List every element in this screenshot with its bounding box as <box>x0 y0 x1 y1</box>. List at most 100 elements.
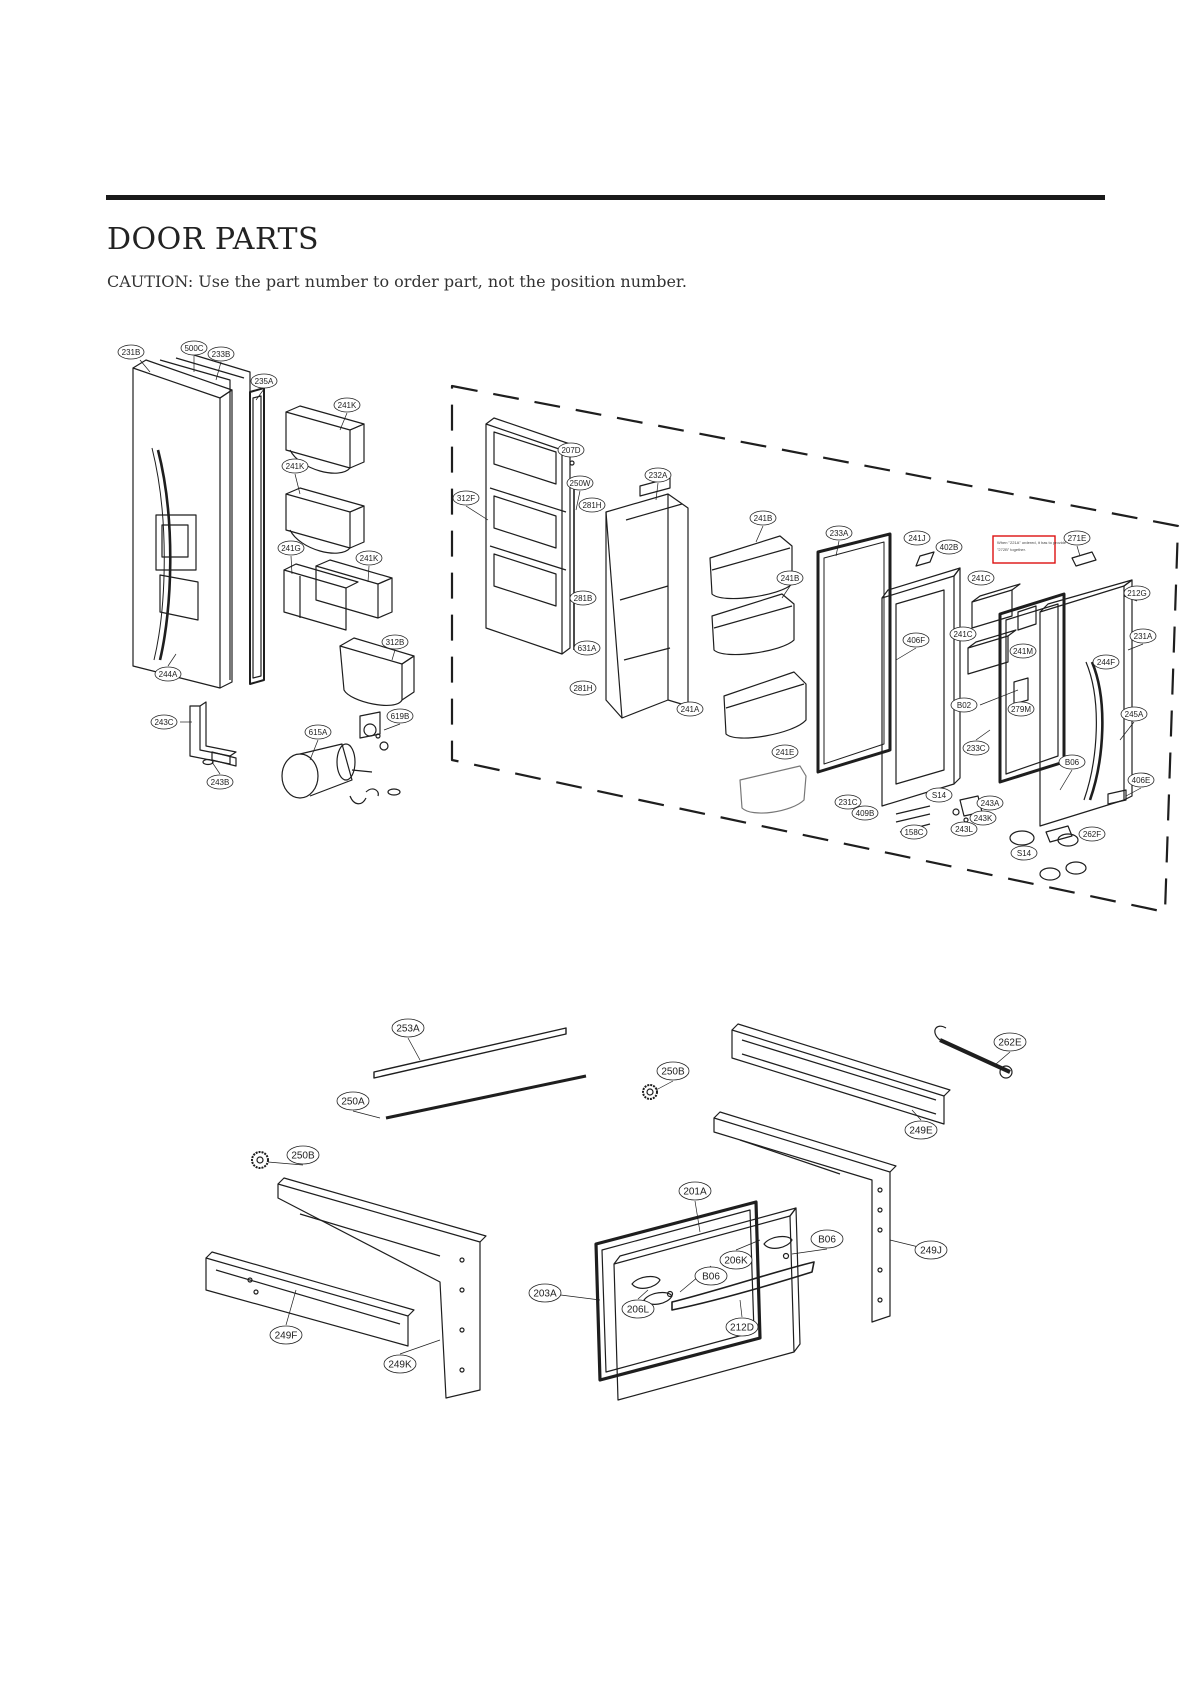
bin-312B <box>339 637 415 707</box>
part-callout-232A: 232A <box>644 467 672 483</box>
left-door-outer <box>132 359 233 689</box>
callout-text: 250A <box>341 1097 365 1108</box>
part-callout-201A: 201A <box>678 1181 712 1201</box>
part-callout-241K: 241K <box>333 397 361 413</box>
callout-bubble <box>1092 654 1120 670</box>
part-callout-631A: 631A <box>573 640 601 656</box>
callout-text: 312B <box>386 638 405 647</box>
callout-bubble <box>967 570 995 586</box>
part-callout-233B: 233B <box>207 346 235 362</box>
bin-241B-middle <box>711 593 795 656</box>
callout-text: 233B <box>212 350 231 359</box>
part-callout-244A: 244A <box>154 666 182 682</box>
hinge-241J <box>915 551 935 567</box>
callout-bubble <box>1123 585 1151 601</box>
bin-241A <box>723 671 807 739</box>
callout-text: 312F <box>457 494 475 503</box>
callout-bubble <box>383 1354 417 1374</box>
callout-text: 244F <box>1097 658 1115 667</box>
callout-bubble <box>976 795 1004 811</box>
motor-615A <box>281 743 373 805</box>
callout-text: 203A <box>533 1289 557 1300</box>
callout-text: S14 <box>932 791 947 800</box>
callout-text: B06 <box>1065 758 1080 767</box>
callout-text: 241J <box>908 534 925 543</box>
callout-bubble <box>578 497 606 513</box>
part-callout-241M: 241M <box>1009 643 1037 659</box>
callout-bubble <box>914 1240 948 1260</box>
part-callout-207D: 207D <box>557 442 585 458</box>
callout-bubble <box>573 640 601 656</box>
callout-text: 241G <box>281 544 301 553</box>
callout-text: 241B <box>754 514 773 523</box>
callout-bubble <box>117 344 145 360</box>
callout-bubble <box>902 632 930 648</box>
callout-bubble <box>644 467 672 483</box>
callout-text: 271E <box>1068 534 1087 543</box>
callout-text: 244A <box>159 670 178 679</box>
part-callout-233C: 233C <box>962 740 990 756</box>
callout-text: 231C <box>838 798 857 807</box>
left-door-gasket <box>249 387 265 685</box>
callout-text: 207D <box>561 446 580 455</box>
part-callout-B06: B06 <box>1058 754 1086 770</box>
callout-bubble <box>676 701 704 717</box>
callout-bubble <box>557 442 585 458</box>
part-clip <box>365 788 401 797</box>
part-callout-249F: 249F <box>269 1325 303 1345</box>
callout-bubble <box>825 525 853 541</box>
part-callout-241C: 241C <box>949 626 977 642</box>
order-note-line1: When "221A" ordered, it has to provide <box>997 540 1067 545</box>
part-callout-231A: 231A <box>1129 628 1157 644</box>
part-callout-249J: 249J <box>914 1240 948 1260</box>
callout-bubble <box>569 590 597 606</box>
callout-bubble <box>391 1018 425 1038</box>
part-callout-B06: B06 <box>810 1229 844 1249</box>
part-callout-241E: 241E <box>771 744 799 760</box>
callout-text: 281B <box>574 594 593 603</box>
callout-bubble <box>206 774 234 790</box>
callout-text: 253A <box>396 1024 420 1035</box>
bin-241G <box>283 563 359 631</box>
gasket-233A <box>816 532 892 774</box>
part-callout-241A: 241A <box>676 701 704 717</box>
callout-bubble <box>281 458 309 474</box>
callout-bubble <box>950 821 978 837</box>
part-callout-243K: 243K <box>969 810 997 826</box>
callout-text: 249F <box>275 1331 298 1342</box>
caution-text: CAUTION: Use the part number to order pa… <box>107 272 687 291</box>
callout-bubble <box>566 475 594 491</box>
callout-bubble <box>1058 754 1086 770</box>
callout-text: 250B <box>291 1151 315 1162</box>
callout-text: B02 <box>957 701 972 710</box>
part-callout-249E: 249E <box>904 1120 938 1140</box>
callout-bubble <box>949 626 977 642</box>
part-callout-409B: 409B <box>851 805 879 821</box>
inner-door-frame-232A <box>605 477 689 719</box>
bracket-249J <box>713 1111 897 1323</box>
callout-text: 241E <box>776 748 795 757</box>
rail-249E <box>731 1023 951 1125</box>
hinge-271E <box>1071 551 1097 567</box>
part-callout-250B: 250B <box>656 1061 690 1081</box>
part-619B <box>359 711 389 751</box>
callout-bubble <box>1007 701 1035 717</box>
callout-text: 241A <box>681 705 700 714</box>
callout-text: 245A <box>1125 710 1144 719</box>
callout-bubble <box>771 744 799 760</box>
left-door-liner <box>159 351 251 680</box>
callout-bubble <box>336 1091 370 1111</box>
screw-207D <box>569 460 575 466</box>
part-callout-250A: 250A <box>336 1091 370 1111</box>
callout-bubble <box>950 697 978 713</box>
bracket-249K <box>277 1177 487 1399</box>
callout-text: 249J <box>920 1246 942 1257</box>
callout-bubble <box>569 680 597 696</box>
part-callout-243L: 243L <box>950 821 978 837</box>
callout-text: B06 <box>702 1272 720 1283</box>
part-callout-B02: B02 <box>950 697 978 713</box>
hinge-243C <box>189 701 237 765</box>
callout-bubble <box>969 810 997 826</box>
part-callout-250B: 250B <box>286 1145 320 1165</box>
